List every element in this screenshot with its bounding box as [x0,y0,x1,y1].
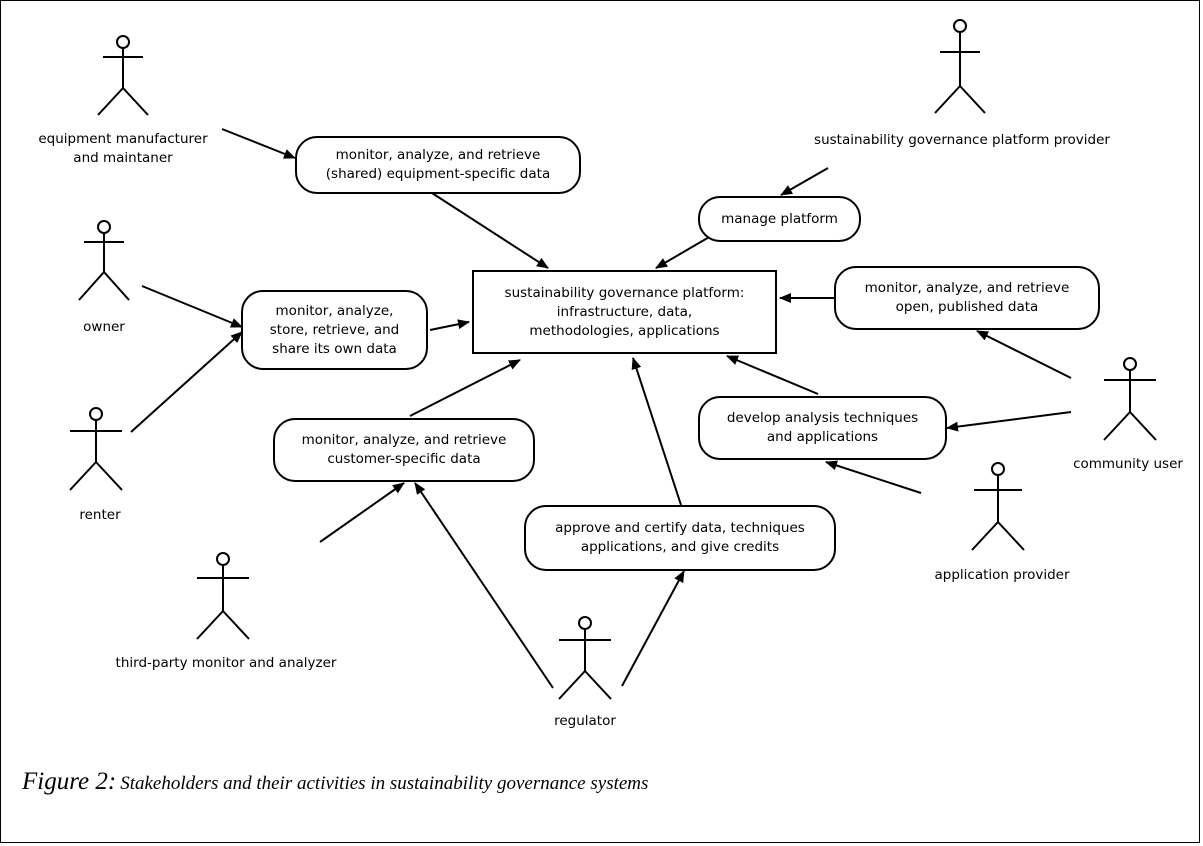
arrow-community-to-develop [946,411,1072,432]
figure-caption: Figure 2: Stakeholders and their activit… [22,768,648,796]
arrow-renter-to-own-data [130,331,243,433]
actor-figure-manufacturer [97,35,149,116]
actor-figure-community [1103,357,1157,441]
arrow-develop-to-platform [726,355,819,395]
platform-box: sustainability governance platform: infr… [472,270,777,354]
activity-manage-platform: manage platform [698,196,861,242]
arrow-manufacturer-to-equipment [221,128,296,159]
arrow-community-to-open-data [976,330,1072,379]
figure-caption-text: Stakeholders and their activities in sus… [120,773,649,794]
actor-label-provider: sustainability governance platform provi… [814,132,1110,148]
activity-customer-data: monitor, analyze, and retrieve customer-… [273,418,535,482]
activity-open-data: monitor, analyze, and retrieve open, pub… [834,266,1100,330]
activity-equipment-data: monitor, analyze, and retrieve (shared) … [295,136,581,194]
figure-number: Figure 2: [22,768,117,795]
arrow-customer-data-to-platform [409,359,521,417]
arrow-regulator-to-approve [621,570,685,687]
activity-approve: approve and certify data, techniques app… [524,505,836,571]
arrow-owner-to-own-data [141,285,243,328]
actor-figure-regulator [558,616,612,700]
arrow-third-party-to-customer-data [319,482,405,543]
activity-develop: develop analysis techniques and applicat… [698,396,947,460]
actor-label-third-party: third-party monitor and analyzer [115,655,337,671]
arrow-approve-to-platform [631,357,682,506]
actor-label-app-provider: application provider [934,567,1070,583]
arrow-manage-to-platform [655,235,712,269]
actor-figure-provider [934,19,986,114]
activity-own-data: monitor, analyze, store, retrieve, and s… [241,290,428,370]
actor-label-renter: renter [79,507,121,523]
arrow-app-provider-to-develop [825,460,922,494]
actor-label-regulator: regulator [554,713,616,729]
actor-figure-owner [78,220,130,301]
actor-label-manufacturer: equipment manufacturer and maintaner [38,131,208,166]
arrow-own-data-to-platform [429,319,470,331]
arrow-provider-to-manage [780,167,829,196]
actor-figure-renter [69,407,123,491]
arrow-regulator-to-customer-data [414,482,554,689]
actor-figure-app-provider [971,462,1025,551]
actor-label-owner: owner [83,319,125,335]
actor-label-community: community user [1073,456,1183,472]
arrow-equipment-to-platform [431,192,549,269]
actor-figure-third-party [196,552,250,640]
